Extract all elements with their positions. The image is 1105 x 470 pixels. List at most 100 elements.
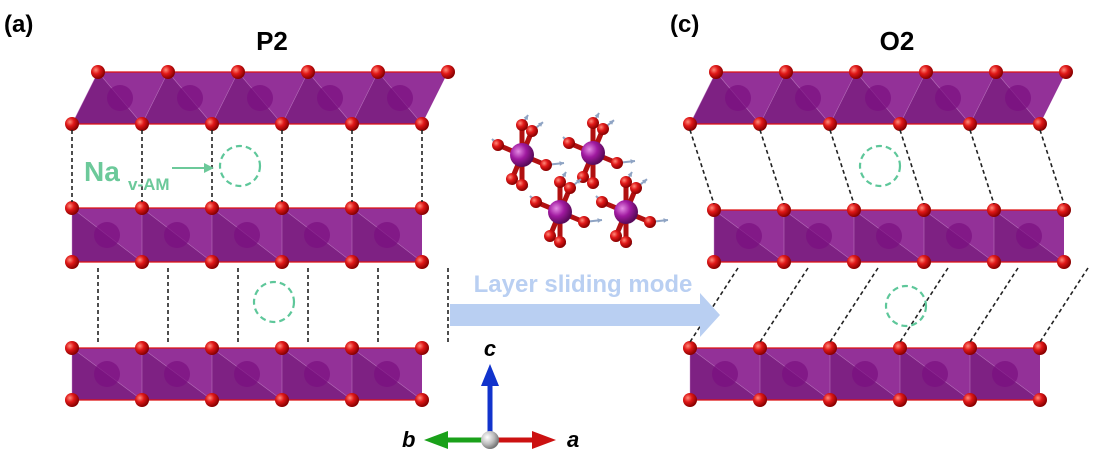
oxygen-atom: [161, 65, 175, 79]
oxygen-atom: [847, 255, 861, 269]
interlayer-bond: [969, 267, 1019, 343]
vibration-arrow-head: [597, 218, 602, 223]
oxygen-atom: [893, 341, 907, 355]
oxygen-atom: [301, 65, 315, 79]
o2-layer1-co-atom: [865, 85, 891, 111]
oxygen-atom: [65, 393, 79, 407]
oxygen-atom: [275, 201, 289, 215]
oxygen-atom: [917, 203, 931, 217]
interlayer-bond: [899, 129, 925, 205]
panel-title-p2: P2: [256, 26, 288, 56]
oxygen-atom: [506, 173, 518, 185]
co-atom: [581, 141, 605, 165]
oxygen-atom: [919, 65, 933, 79]
p2-layer1-co-atom: [387, 85, 413, 111]
interlayer-bond: [899, 267, 949, 343]
axis-triad: c a b: [402, 336, 579, 452]
vibration-arrow-head: [523, 115, 528, 120]
o2-layer3-co-atom: [782, 361, 808, 387]
oxygen-atom: [415, 201, 429, 215]
oxygen-atom: [777, 203, 791, 217]
o2-layer1-co-atom: [795, 85, 821, 111]
oxygen-atom: [415, 117, 429, 131]
vibration-arrow-head: [630, 159, 635, 164]
oxygen-atom: [441, 65, 455, 79]
oxygen-atom: [683, 393, 697, 407]
p2-layer1-co-atom: [247, 85, 273, 111]
oxygen-atom: [987, 255, 1001, 269]
a-axis-label: a: [567, 427, 579, 452]
oxygen-atom: [205, 255, 219, 269]
oxygen-atom: [1033, 117, 1047, 131]
oxygen-atom: [847, 203, 861, 217]
interlayer-bond: [759, 129, 785, 205]
oxygen-atom: [893, 117, 907, 131]
oxygen-atom: [893, 393, 907, 407]
na-vacancy-site: [858, 144, 902, 188]
oxygen-atom: [987, 203, 1001, 217]
c-axis-label: c: [484, 336, 496, 361]
p2-layer1-co-atom: [317, 85, 343, 111]
oxygen-atom: [963, 117, 977, 131]
panel-title-o2: O2: [880, 26, 915, 56]
oxygen-atom: [345, 201, 359, 215]
interlayer-bond: [759, 267, 809, 343]
vibration-arrow-head: [609, 120, 614, 125]
oxygen-atom: [753, 393, 767, 407]
oxygen-atom: [530, 196, 542, 208]
oxygen-atom: [753, 117, 767, 131]
b-axis-label: b: [402, 427, 415, 452]
interlayer-bond: [1039, 267, 1089, 343]
svg-text:Na: Na: [84, 156, 120, 187]
oxygen-atom: [135, 117, 149, 131]
na-site-label: Na v-AM: [84, 156, 214, 194]
o2-layer1-co-atom: [725, 85, 751, 111]
vibration-arrow-head: [561, 172, 566, 177]
na-label-main: Na: [84, 156, 120, 187]
oxygen-atom: [135, 255, 149, 269]
vibration-arrow-head: [642, 179, 647, 184]
oxygen-atom: [275, 393, 289, 407]
co-atom: [548, 200, 572, 224]
oxygen-atom: [563, 137, 575, 149]
oxygen-atom: [578, 216, 590, 228]
c-axis-head: [481, 364, 499, 386]
oxygen-atom: [610, 230, 622, 242]
p2-layer3-co-atom: [234, 361, 260, 387]
b-axis-head: [424, 431, 448, 449]
oxygen-atom: [611, 157, 623, 169]
oxygen-atom: [516, 179, 528, 191]
oxygen-atom: [275, 341, 289, 355]
oxygen-atom: [275, 255, 289, 269]
o2-layer2-co-atom: [1016, 223, 1042, 249]
na-vacancy-site: [252, 280, 296, 324]
oxygen-atom: [275, 117, 289, 131]
o2-layer3-co-atom: [922, 361, 948, 387]
phonon-mode-cluster: [491, 112, 669, 248]
vibration-arrow-head: [576, 179, 581, 184]
oxygen-atom: [205, 201, 219, 215]
oxygen-atom: [205, 117, 219, 131]
interlayer-bond: [689, 267, 739, 343]
o2-layer3-co-atom: [712, 361, 738, 387]
p2-structure-panel: [65, 65, 455, 407]
o2-layer1-co-atom: [935, 85, 961, 111]
oxygen-atom: [597, 123, 609, 135]
oxygen-atom: [683, 117, 697, 131]
o2-layer2-co-atom: [736, 223, 762, 249]
oxygen-atom: [989, 65, 1003, 79]
interlayer-bond: [829, 129, 855, 205]
oxygen-atom: [205, 393, 219, 407]
vibration-arrow-head: [663, 218, 668, 223]
oxygen-atom: [205, 341, 219, 355]
oxygen-atom: [371, 65, 385, 79]
interlayer-bond: [829, 267, 879, 343]
oxygen-atom: [823, 117, 837, 131]
interlayer-bond: [689, 129, 715, 205]
p2-layer1-co-atom: [177, 85, 203, 111]
oxygen-atom: [823, 341, 837, 355]
co-atom: [614, 200, 638, 224]
oxygen-atom: [231, 65, 245, 79]
oxygen-atom: [492, 139, 504, 151]
